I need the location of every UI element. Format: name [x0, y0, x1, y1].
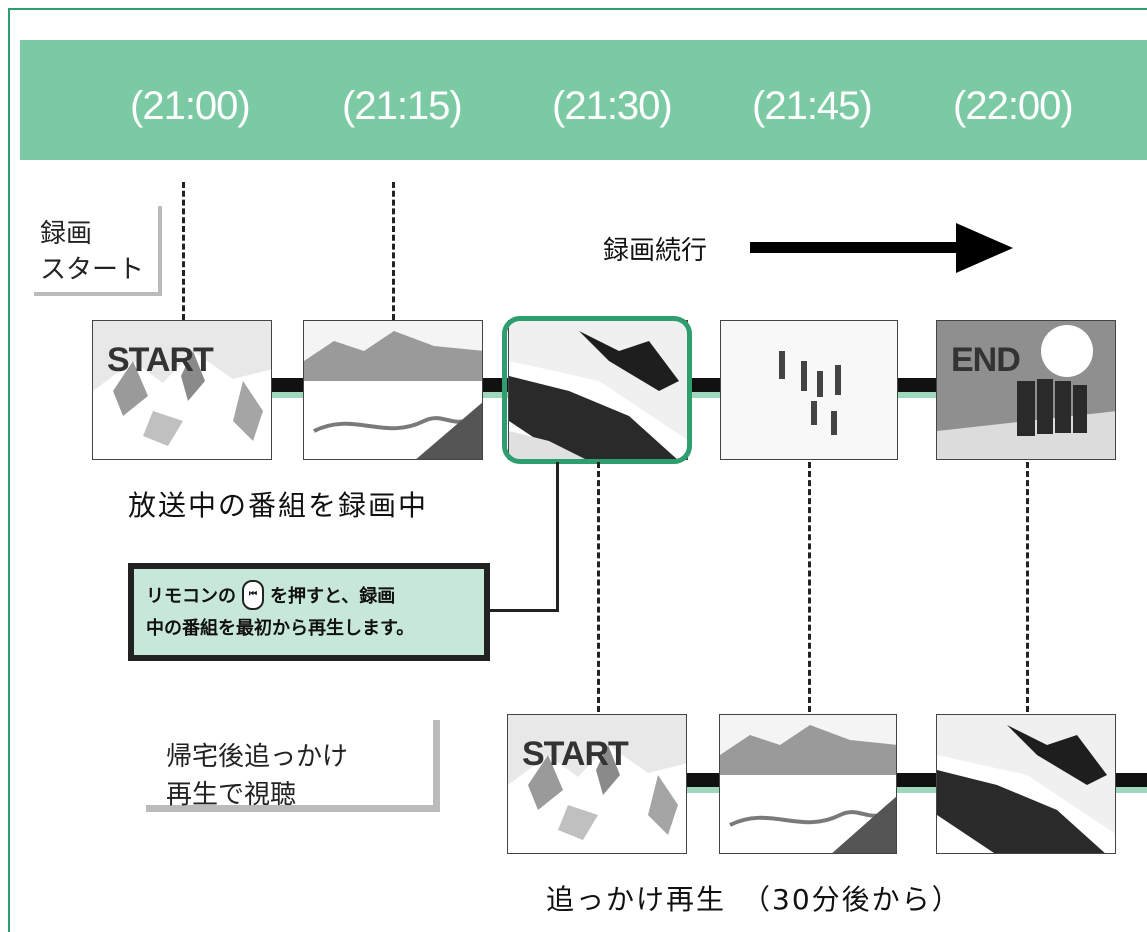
film-connector — [1116, 773, 1147, 787]
thumbnail-mountain-peaks-playback: START — [507, 714, 687, 854]
thumbnail-skiers-sunset: END — [936, 320, 1116, 460]
playback-start-label: START — [522, 735, 629, 773]
current-position-highlight — [502, 316, 692, 464]
end-label: END — [951, 341, 1021, 379]
thumbnail-skiers-slope — [508, 320, 688, 460]
after-home-label-line1: 帰宅後追っかけ — [166, 742, 349, 772]
time-label-2115: (21:15) — [342, 84, 463, 128]
chase-playback-caption: 追っかけ再生 （30分後から） — [546, 883, 962, 916]
film-connector — [896, 773, 938, 787]
film-connector-shadow — [482, 392, 512, 398]
playback-marker-line — [1026, 462, 1029, 712]
film-connector-shadow — [686, 392, 720, 398]
time-marker-line — [182, 182, 185, 320]
playback-marker-line — [808, 462, 811, 712]
callout-text-before: リモコンの — [146, 586, 236, 607]
time-label-2200: (22:00) — [953, 84, 1074, 128]
skip-back-icon: ⏮ — [242, 580, 264, 610]
callout-connector — [490, 462, 560, 612]
film-connector-shadow — [272, 392, 304, 398]
start-label: START — [107, 341, 214, 379]
thumbnail-skiers-slope-playback — [936, 714, 1116, 854]
arrow-right-icon — [750, 223, 1015, 277]
recording-start-label-line2: スタート — [40, 255, 145, 285]
playback-marker-line — [597, 462, 600, 712]
thumbnail-mountain-peaks: START — [92, 320, 272, 460]
recording-continue-label: 録画続行 — [603, 236, 708, 266]
timeline-banner — [20, 40, 1147, 160]
time-label-2100: (21:00) — [130, 84, 251, 128]
film-connector — [898, 378, 938, 392]
film-connector — [686, 378, 720, 392]
film-connector-shadow — [1116, 787, 1147, 793]
outer-frame — [8, 8, 1147, 932]
film-connector-shadow — [896, 787, 938, 793]
thumbnail-skiers-group — [720, 320, 898, 460]
thumbnail-valley-road — [303, 320, 483, 460]
callout-text-after: を押すと、録画 — [270, 586, 396, 607]
recording-start-bracket: 録画 スタート — [34, 206, 162, 296]
film-connector-shadow — [686, 787, 720, 793]
film-connector-shadow — [898, 392, 938, 398]
thumbnail-valley-road-playback — [719, 714, 897, 854]
film-connector — [272, 378, 304, 392]
film-connector — [686, 773, 720, 787]
after-home-bracket: 帰宅後追っかけ 再生で視聴 — [146, 720, 440, 812]
time-label-2145: (21:45) — [752, 84, 873, 128]
recording-start-label-line1: 録画 — [40, 219, 93, 249]
remote-instruction-callout: リモコンの ⏮ を押すと、録画 中の番組を最初から再生します。 — [128, 563, 490, 661]
time-label-2130: (21:30) — [552, 84, 673, 128]
recording-in-progress-caption: 放送中の番組を録画中 — [128, 489, 429, 522]
callout-text-line2: 中の番組を最初から再生します。 — [146, 618, 415, 639]
time-marker-line — [392, 182, 395, 320]
after-home-label-line2: 再生で視聴 — [166, 780, 297, 810]
